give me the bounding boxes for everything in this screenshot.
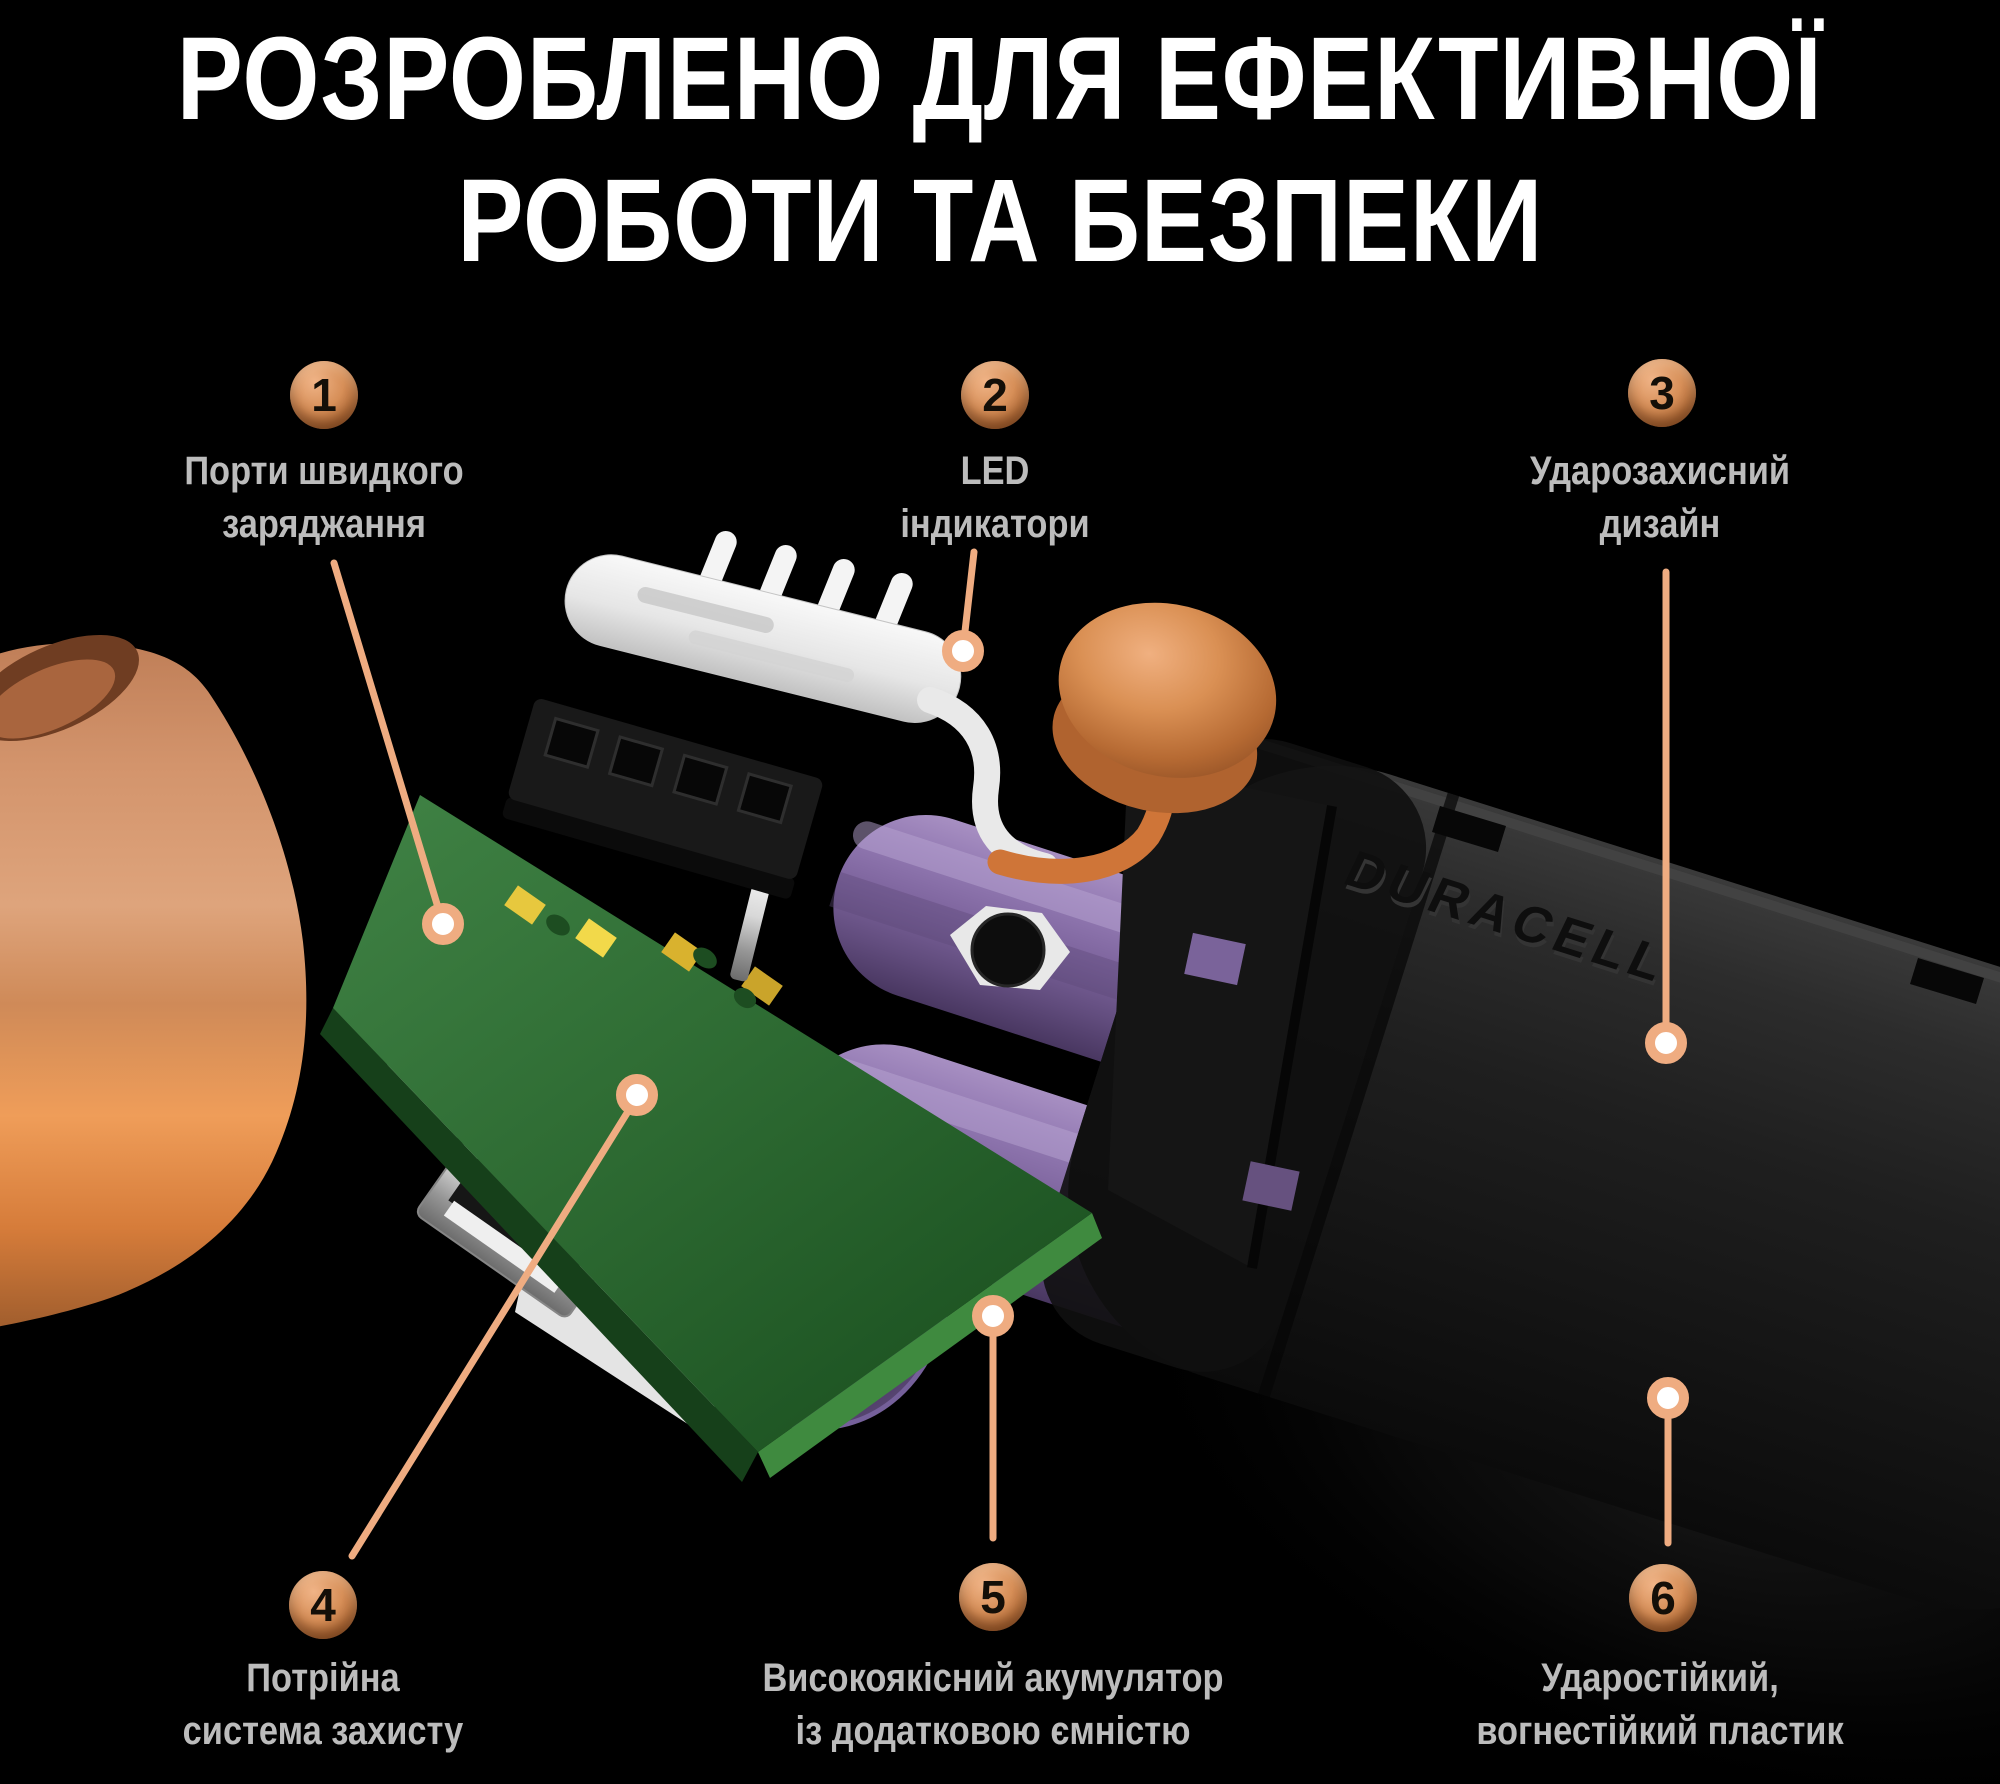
copper-button <box>987 602 1277 884</box>
callout-leader-lines <box>330 548 1672 1560</box>
endpoint-dot-4 <box>616 1074 658 1116</box>
page-title: РОЗРОБЛЕНО ДЛЯ ЕФЕКТИВНОЇ РОБОТИ ТА БЕЗП… <box>0 8 2000 292</box>
callout-label-6-line-2: вогнестійкий пластик <box>1476 1709 1844 1753</box>
leader-line-4 <box>348 1093 641 1560</box>
pcb-power-button <box>950 906 1070 990</box>
endpoint-dot-2 <box>942 630 984 672</box>
copper-end-cap <box>0 634 307 1327</box>
callout-badge-5: 5 <box>959 1563 1027 1631</box>
page-title-line-1: РОЗРОБЛЕНО ДЛЯ ЕФЕКТИВНОЇ <box>177 13 1823 145</box>
callout-label-4-line-2: система захисту <box>182 1709 464 1753</box>
endpoint-dot-1 <box>422 903 464 945</box>
endpoint-dot-6 <box>1647 1377 1689 1419</box>
pcb-board <box>320 795 1102 1482</box>
cap-charging-hole <box>0 634 139 742</box>
callout-badge-4: 4 <box>289 1571 357 1639</box>
callout-label-1-line-1: Порти швидкого <box>184 449 464 493</box>
callout-label-1: Порти швидкого заряджання <box>109 445 539 551</box>
callout-label-4: Потрійна система захисту <box>87 1652 560 1758</box>
callout-label-3: Ударозахисний дизайн <box>1445 445 1875 551</box>
callout-label-3-line-2: дизайн <box>1599 502 1721 546</box>
callout-label-3-line-1: Ударозахисний <box>1529 449 1791 493</box>
callout-endpoint-dots <box>422 630 1689 1419</box>
callout-badge-2: 2 <box>961 361 1029 429</box>
callout-label-2-line-1: LED <box>960 449 1030 493</box>
callout-label-6: Ударостійкий, вогнестійкий пластик <box>1424 1652 1897 1758</box>
page-title-line-2: РОБОТИ ТА БЕЗПЕКИ <box>457 155 1543 287</box>
callout-label-5-line-2: із додатковою ємністю <box>795 1709 1191 1753</box>
callout-badge-6: 6 <box>1629 1564 1697 1632</box>
callout-label-5-line-1: Високоякісний акумулятор <box>762 1656 1224 1700</box>
leader-line-1 <box>330 559 447 928</box>
callout-label-2: LED індикатори <box>780 445 1210 551</box>
endpoint-dot-3 <box>1645 1022 1687 1064</box>
callout-label-1-line-2: заряджання <box>222 502 426 546</box>
endpoint-dot-5 <box>972 1295 1014 1337</box>
callout-label-2-line-2: індикатори <box>900 502 1090 546</box>
callout-label-4-line-1: Потрійна <box>246 1656 400 1700</box>
led-connector-block <box>502 699 823 982</box>
callout-badge-1: 1 <box>290 361 358 429</box>
callout-label-6-line-1: Ударостійкий, <box>1541 1656 1779 1700</box>
callout-label-5: Високоякісний акумулятор із додатковою є… <box>692 1652 1294 1758</box>
tube-collar-flap <box>1108 762 1984 1269</box>
led-light-pipe <box>564 530 1058 879</box>
pcb-smd-components <box>504 885 783 1009</box>
callout-badge-3: 3 <box>1628 359 1696 427</box>
